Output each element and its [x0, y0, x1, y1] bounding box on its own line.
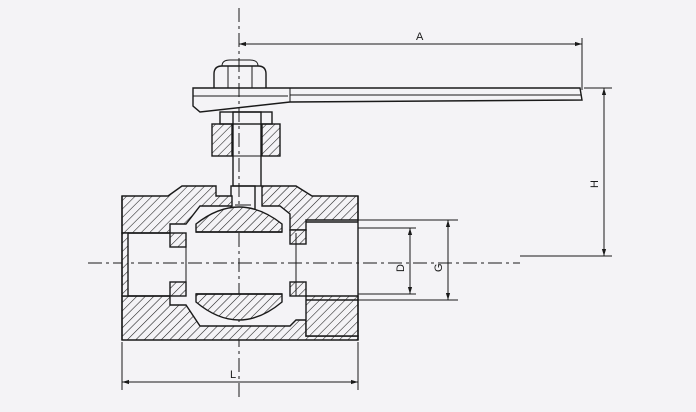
dimension-label-l: L [230, 369, 236, 381]
gland-housing [211, 111, 281, 157]
dimension-a: A [239, 31, 583, 90]
dimension-label-a: A [416, 31, 424, 43]
lever-handle [192, 87, 583, 113]
dimension-d: D [358, 227, 416, 295]
dimension-h: H [520, 87, 612, 257]
valve-stem [230, 111, 262, 223]
dimension-g: G [358, 219, 458, 301]
dimension-label-g: G [433, 263, 445, 272]
dimension-l: L [121, 342, 359, 390]
dimension-label-h: H [589, 180, 601, 188]
dimension-label-d: D [395, 264, 407, 272]
valve-body [121, 185, 359, 341]
valve-ball [185, 206, 297, 321]
stem-nut [213, 59, 267, 88]
